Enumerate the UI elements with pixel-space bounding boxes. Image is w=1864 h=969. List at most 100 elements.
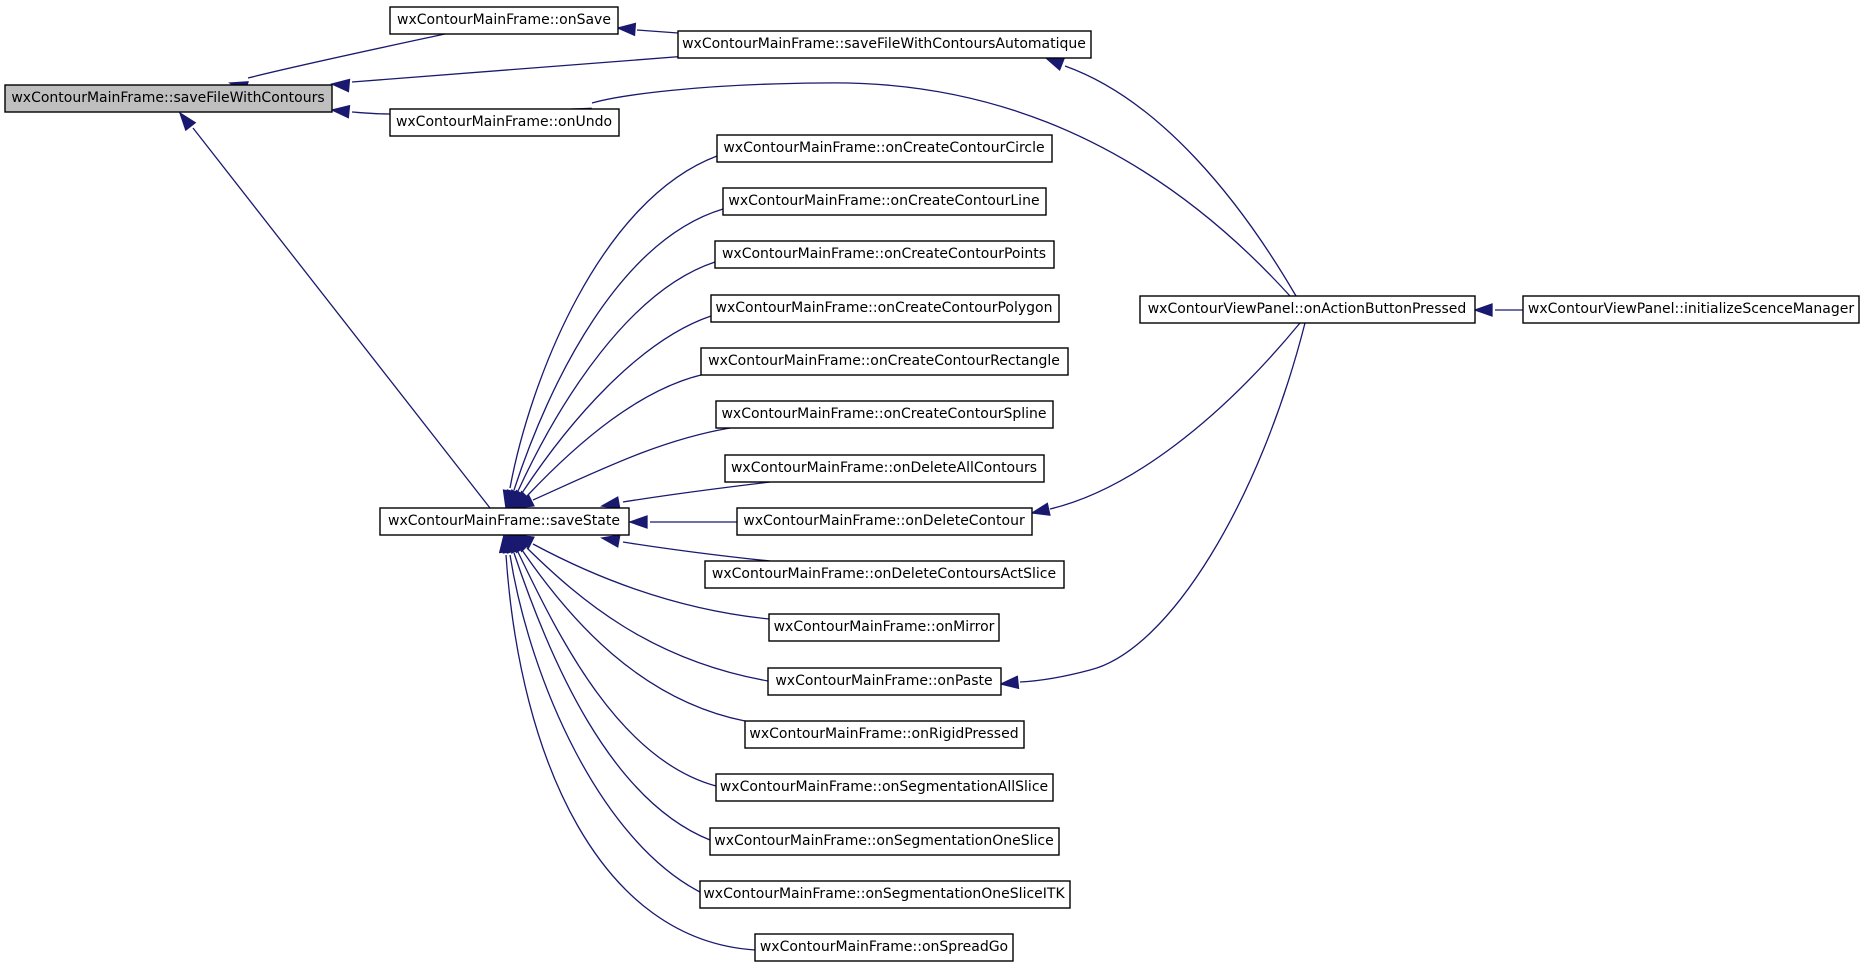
edge-line	[526, 547, 769, 682]
edge-line	[521, 315, 712, 494]
node-label: wxContourMainFrame::onSpreadGo	[760, 939, 1008, 955]
edge-arrowhead	[616, 22, 637, 37]
node-on-delete-contour[interactable]: wxContourMainFrame::onDeleteContour	[736, 507, 1033, 536]
node-label: wxContourViewPanel::onActionButtonPresse…	[1148, 301, 1467, 317]
node-label: wxContourMainFrame::onCreateContourPoint…	[722, 246, 1046, 262]
node-on-segmentation-one-slice[interactable]: wxContourMainFrame::onSegmentationOneSli…	[709, 827, 1060, 856]
node-label: wxContourMainFrame::onSegmentationOneSli…	[703, 886, 1065, 902]
node-on-segmentation-one-slice-itk[interactable]: wxContourMainFrame::onSegmentationOneSli…	[699, 880, 1071, 909]
node-on-segmentation-all-slice[interactable]: wxContourMainFrame::onSegmentationAllSli…	[715, 773, 1054, 802]
edge-arrowhead	[999, 675, 1020, 690]
edge-arrowhead	[1044, 57, 1065, 71]
call-graph-edges	[178, 22, 1523, 951]
node-on-create-contour-polygon[interactable]: wxContourMainFrame::onCreateContourPolyg…	[710, 294, 1060, 323]
node-label: wxContourMainFrame::onDeleteAllContours	[731, 460, 1037, 476]
node-on-create-contour-spline[interactable]: wxContourMainFrame::onCreateContourSplin…	[715, 400, 1054, 429]
node-label: wxContourMainFrame::saveState	[388, 513, 620, 529]
edge-line	[591, 82, 1291, 297]
node-label: wxContourMainFrame::saveFileWithContours	[11, 90, 324, 106]
edge-arrowhead	[628, 515, 648, 529]
node-on-create-contour-rectangle[interactable]: wxContourMainFrame::onCreateContourRecta…	[700, 347, 1069, 376]
edge-initscene-to-action	[1473, 303, 1523, 317]
node-label: wxContourMainFrame::onPaste	[775, 673, 992, 689]
edge-line	[513, 552, 711, 841]
node-on-create-contour-points[interactable]: wxContourMainFrame::onCreateContourPoint…	[714, 240, 1055, 269]
edge-line	[351, 111, 391, 115]
edge-spline-to-savestate	[514, 427, 731, 509]
node-label: wxContourMainFrame::onCreateContourRecta…	[708, 353, 1060, 369]
node-save-file-with-contours[interactable]: wxContourMainFrame::saveFileWithContours	[4, 84, 333, 113]
edge-line	[1019, 322, 1306, 683]
node-on-paste[interactable]: wxContourMainFrame::onPaste	[767, 667, 1002, 696]
node-label: wxContourMainFrame::onSegmentationAllSli…	[720, 779, 1048, 795]
call-graph-nodes: wxContourMainFrame::saveFileWithContours…	[4, 6, 1860, 962]
node-on-create-contour-circle[interactable]: wxContourMainFrame::onCreateContourCircl…	[716, 134, 1053, 163]
edge-line	[509, 554, 701, 893]
edge-line	[351, 54, 701, 83]
node-label: wxContourMainFrame::onDeleteContour	[743, 513, 1025, 529]
edge-arrowhead	[1473, 303, 1493, 317]
node-save-state[interactable]: wxContourMainFrame::saveState	[379, 507, 630, 536]
edge-deleteall-to-savestate	[600, 481, 771, 510]
edge-line	[521, 549, 746, 722]
edge-line	[532, 543, 770, 620]
edge-arrowhead	[600, 496, 621, 510]
edge-arrowhead	[330, 78, 351, 93]
node-on-action-button-pressed[interactable]: wxContourViewPanel::onActionButtonPresse…	[1139, 295, 1476, 324]
node-label: wxContourMainFrame::onSave	[397, 12, 611, 28]
edge-line	[192, 127, 491, 509]
edge-action-to-saveauto	[1044, 57, 1297, 297]
edge-arrowhead	[1030, 502, 1051, 516]
edge-deleteactslice-to-savestate	[600, 534, 771, 562]
edge-segoneitk-to-savestate	[502, 533, 701, 893]
edge-arrowhead	[330, 104, 351, 119]
edge-line	[622, 481, 771, 503]
edge-segone-to-savestate	[506, 533, 711, 841]
edge-line	[247, 33, 446, 79]
node-label: wxContourMainFrame::saveFileWithContours…	[682, 36, 1086, 52]
node-on-rigid-pressed[interactable]: wxContourMainFrame::onRigidPressed	[744, 720, 1025, 749]
edge-points-to-savestate	[509, 261, 716, 510]
edge-action-to-deletecontour	[1030, 322, 1301, 516]
edge-line	[526, 374, 702, 497]
node-label: wxContourMainFrame::onCreateContourSplin…	[721, 406, 1046, 422]
edge-segall-to-savestate	[509, 533, 717, 787]
node-save-file-with-contours-automatique[interactable]: wxContourMainFrame::saveFileWithContours…	[677, 30, 1092, 59]
edge-onundo-to-root	[330, 104, 391, 119]
edge-deletecontour-to-savestate	[628, 515, 737, 529]
node-on-mirror[interactable]: wxContourMainFrame::onMirror	[768, 613, 1000, 642]
edge-arrowhead	[498, 533, 513, 554]
edge-arrowhead	[514, 493, 535, 509]
node-label: wxContourMainFrame::onSegmentationOneSli…	[714, 833, 1053, 849]
node-label: wxContourMainFrame::onMirror	[774, 619, 995, 635]
node-label: wxContourMainFrame::onCreateContourLine	[728, 193, 1039, 209]
edge-arrowhead	[600, 534, 621, 548]
node-on-delete-contours-act-slice[interactable]: wxContourMainFrame::onDeleteContoursActS…	[704, 560, 1065, 589]
edge-saveauto-to-onsave	[616, 22, 679, 37]
edge-polygon-to-savestate	[510, 315, 712, 510]
edge-line	[1049, 322, 1301, 510]
node-on-delete-all-contours[interactable]: wxContourMainFrame::onDeleteAllContours	[724, 454, 1045, 483]
edge-line	[517, 551, 717, 787]
edge-line	[532, 427, 731, 501]
edge-action-to-paste	[999, 322, 1306, 690]
edge-line	[505, 554, 756, 951]
edge-line	[509, 155, 718, 489]
node-initialize-scence-manager[interactable]: wxContourViewPanel::initializeScenceMana…	[1522, 295, 1860, 324]
node-label: wxContourViewPanel::initializeScenceMana…	[1528, 301, 1854, 317]
edge-line	[513, 208, 724, 491]
node-label: wxContourMainFrame::onRigidPressed	[749, 726, 1018, 742]
node-on-spread-go[interactable]: wxContourMainFrame::onSpreadGo	[754, 933, 1014, 962]
edge-arrowhead	[178, 111, 197, 132]
edge-spreadgo-to-savestate	[498, 533, 756, 951]
node-label: wxContourMainFrame::onCreateContourPolyg…	[716, 300, 1053, 316]
node-on-create-contour-line[interactable]: wxContourMainFrame::onCreateContourLine	[722, 187, 1047, 216]
edge-line	[636, 29, 679, 34]
node-on-save[interactable]: wxContourMainFrame::onSave	[389, 6, 619, 35]
edge-line	[622, 541, 771, 562]
edge-saveauto-to-root	[330, 54, 701, 93]
node-label: wxContourMainFrame::onUndo	[396, 114, 612, 130]
node-label: wxContourMainFrame::onCreateContourCircl…	[723, 140, 1044, 156]
node-on-undo[interactable]: wxContourMainFrame::onUndo	[389, 108, 620, 137]
